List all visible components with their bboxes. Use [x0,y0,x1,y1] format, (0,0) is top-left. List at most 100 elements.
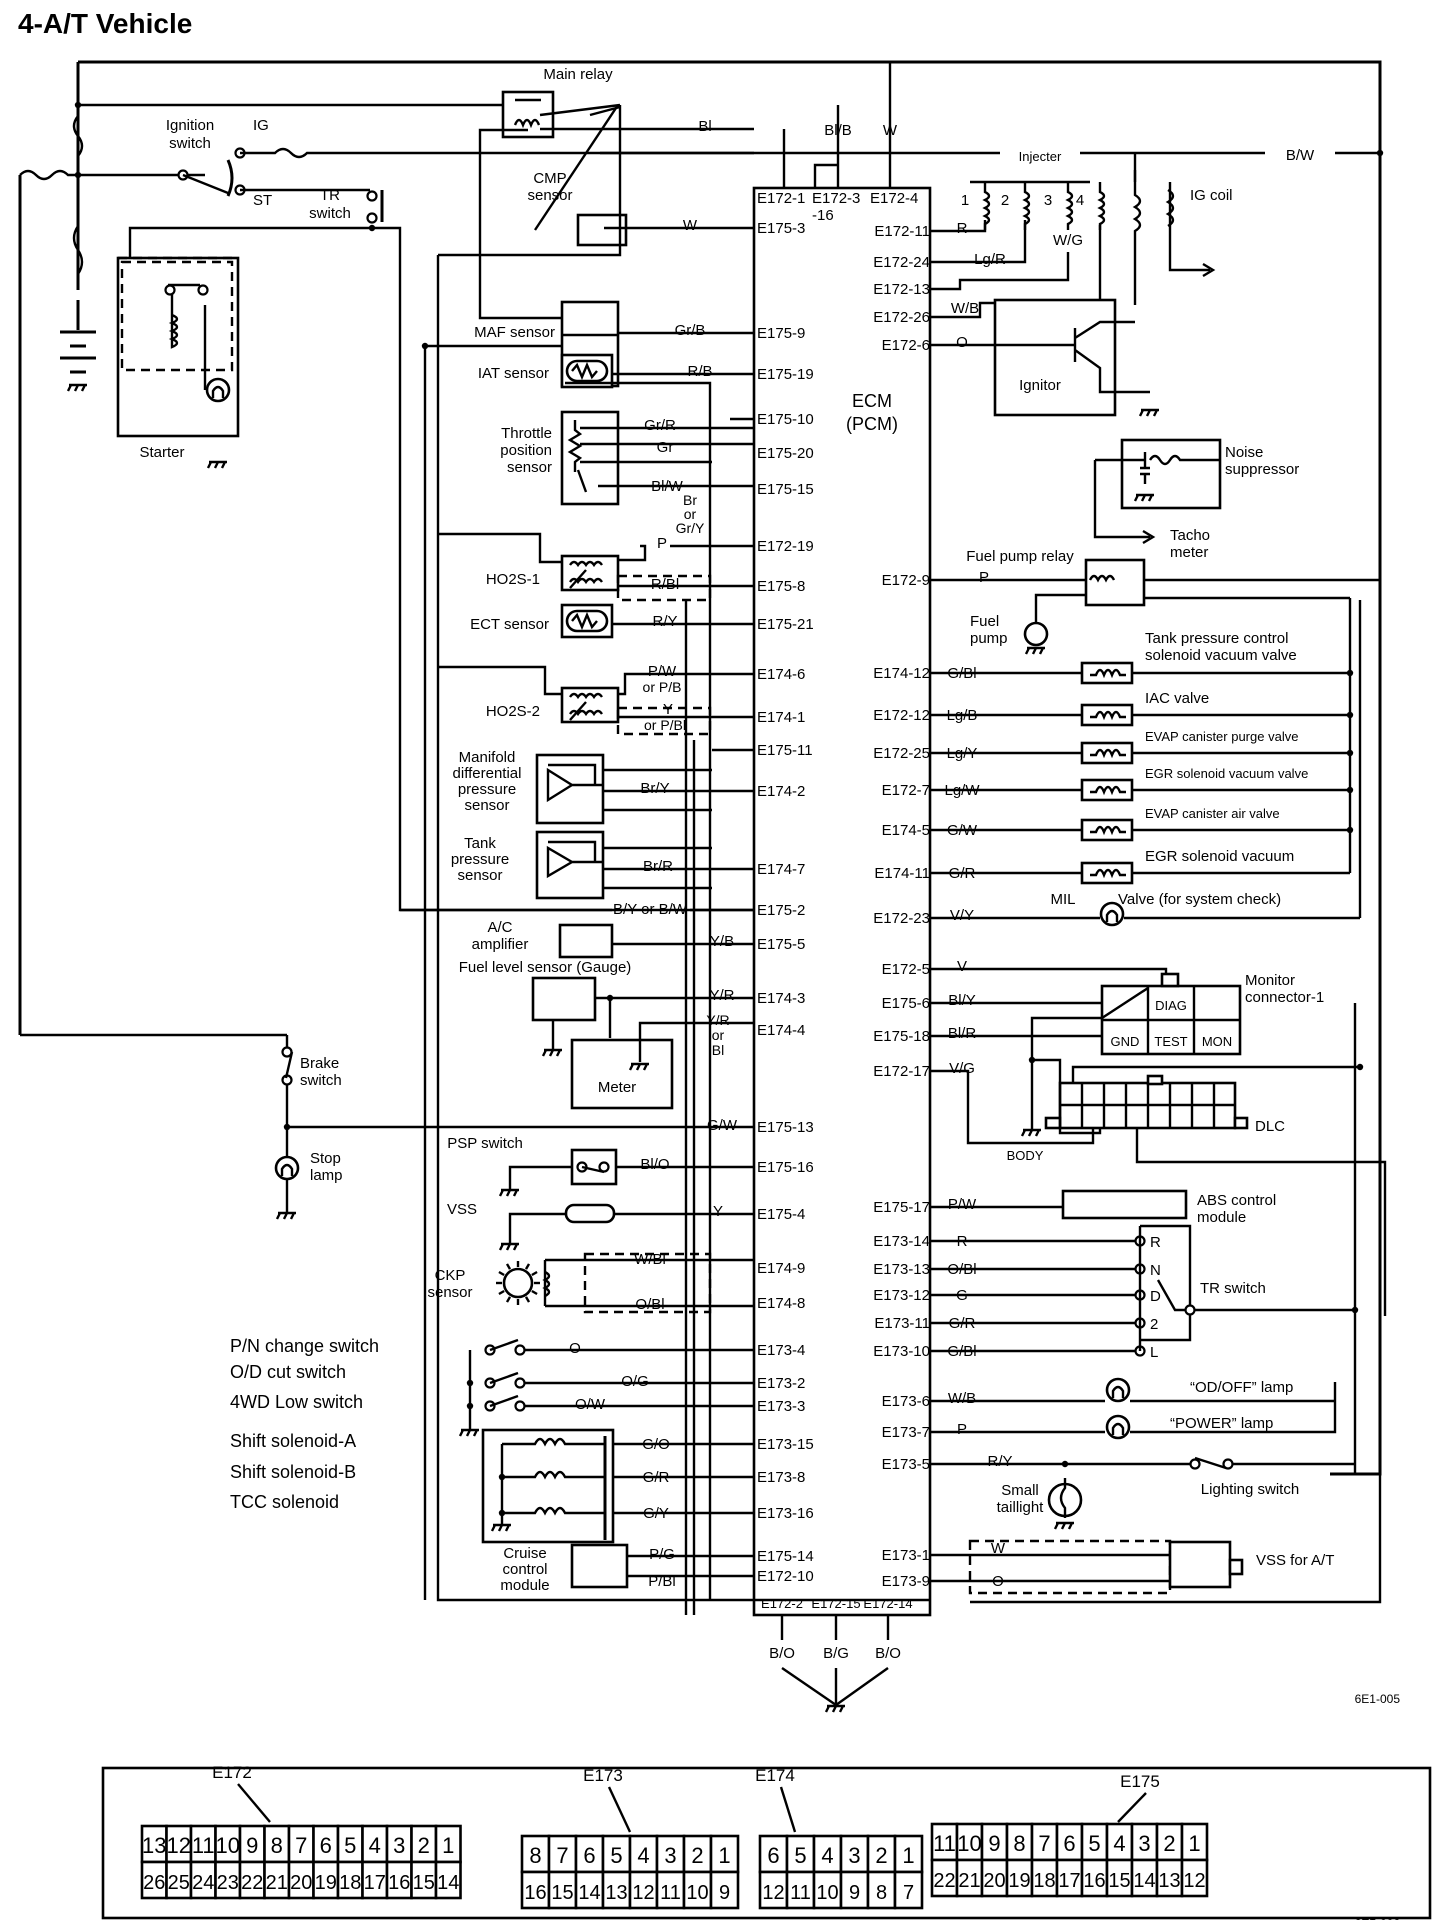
test-label: TEST [1154,1034,1187,1049]
e172-pin-number: 22 [241,1872,263,1894]
component-name-label: Shift solenoid-B [230,1462,356,1482]
injector-coil-icon [1065,182,1074,230]
pin-label-E174-4: E174-4 [757,1022,805,1039]
ground-wire [781,1667,837,1706]
lighting-switch-label: Lighting switch [1201,1481,1299,1498]
e175-pin-number: 11 [933,1831,956,1856]
e173-pin-number: 15 [551,1882,573,1904]
valve-solenoid-icon [1080,818,1134,842]
pin-label-E172-13: E172-13 [873,281,930,298]
connector-label: E172 [212,1763,252,1782]
ac-amplifier-box [558,923,614,959]
pin-label-E172-15: E172-15 [811,1596,860,1611]
solenoid-pack-box [481,1428,615,1544]
lighting-switch-arm [1194,1456,1227,1470]
ckp-tooth [505,1263,512,1270]
valve-solenoid-icon [1080,661,1134,685]
e175-pin-number: 6 [1063,1831,1075,1856]
e172-pin-number: 9 [246,1833,258,1858]
monitor-connector-label: Monitor [1245,972,1295,989]
iat-sensor-label: IAT sensor [478,365,549,382]
wire-color-label: Bl [698,118,711,135]
fuel-pump-icon [1023,621,1049,647]
pin-label-E172-26: E172-26 [873,309,930,326]
fuse-icon [19,169,78,181]
e173-pin-number: 16 [524,1882,546,1904]
wire-color-label: Gr [657,439,674,456]
pin-label-E173-7: E173-7 [882,1424,930,1441]
ignition-switch-cam [226,159,234,197]
ignitor-box [993,298,1117,417]
pin-label-E172-7: E172-7 [882,782,930,799]
stop-lamp-label: lamp [310,1167,343,1184]
arrow-icon [1142,529,1156,545]
leader-line [607,1786,632,1833]
wire-color-label: G [956,1287,968,1304]
junction-dot [1356,1063,1364,1071]
terminal [1222,1458,1234,1470]
lamp-filament-icon [1105,909,1119,922]
psp-wire [508,1165,754,1190]
ac-amplifier-label: A/C [487,919,512,936]
tps-label: Throttle [501,425,552,442]
e174-pin-number: 1 [902,1843,914,1868]
e172-pin-number: 23 [217,1872,239,1894]
heater-zigzag-icon [569,692,603,721]
ground-icon [1020,1128,1041,1137]
e175-pin-number: 16 [1083,1870,1105,1892]
fuel-pump-label: pump [970,630,1008,647]
e173-pin [601,1870,632,1910]
wire-color-label: G/R [949,865,976,882]
solenoid-coil-icon [502,1437,605,1447]
e175-pin [1005,1858,1034,1898]
e175-pin [1105,1858,1134,1898]
e173-pin-number: 13 [605,1882,627,1904]
e172-pin-number: 1 [442,1833,454,1858]
sensor-ground-bus [684,600,696,1615]
junction-dot [74,101,82,109]
pin-label-E172-11: E172-11 [874,223,930,240]
leader-line [237,1783,271,1823]
e172-pin-number: 18 [339,1872,361,1894]
thermistor-zigzag [571,361,598,381]
ho2s2-label: HO2S-2 [486,703,540,720]
wire-color-label: G/W [947,822,978,839]
psp-switch-label: PSP switch [447,1135,523,1152]
injector-number: 1 [961,192,969,209]
terminal [197,284,209,296]
pin-label-E174-2: E174-2 [757,783,805,800]
ckp-tooth [498,1289,505,1296]
e172-pin-number: 8 [271,1833,283,1858]
wire-color-label: W/G [1053,232,1083,249]
wire-color-label: W/B [951,300,979,317]
fuse-icon [72,115,84,157]
mdp-label: pressure [458,781,516,798]
e173-pin [520,1870,551,1910]
terminal [366,190,378,202]
w-g-wire [930,252,1070,291]
dlc-latch [1146,1074,1164,1086]
valve-label: EGR solenoid vacuum [1145,848,1294,865]
ckp-tooth [498,1270,505,1277]
pin-label: -16 [812,207,834,224]
wire-color-label: O/Bl [635,1296,664,1313]
wire-color-label: O [992,1573,1004,1590]
power-lamp-label: “POWER” lamp [1170,1415,1273,1432]
tps-wires [580,426,754,488]
e172-pin-number: 19 [315,1872,337,1894]
e172-pin-number: 12 [167,1833,191,1858]
tps-resistor-icon [567,420,583,472]
starter-solenoid-icon [168,283,207,390]
wire-color-label: B/O [875,1645,901,1662]
tr-switch-label: switch [309,205,351,222]
component-name-label: TCC solenoid [230,1492,339,1512]
ig-coil-label: IG coil [1190,187,1233,204]
vss-label: VSS [447,1201,477,1218]
pin-label-E172-2: E172-2 [761,1596,803,1611]
valve-solenoid-icon [1080,861,1134,885]
pin-label-E175-10: E175-10 [757,411,814,428]
coil-winding-icon [1090,748,1126,759]
wire-color-label: P/W [948,1196,977,1213]
e172-pin-number: 5 [344,1833,356,1858]
wire-color-label: O [569,1340,581,1357]
